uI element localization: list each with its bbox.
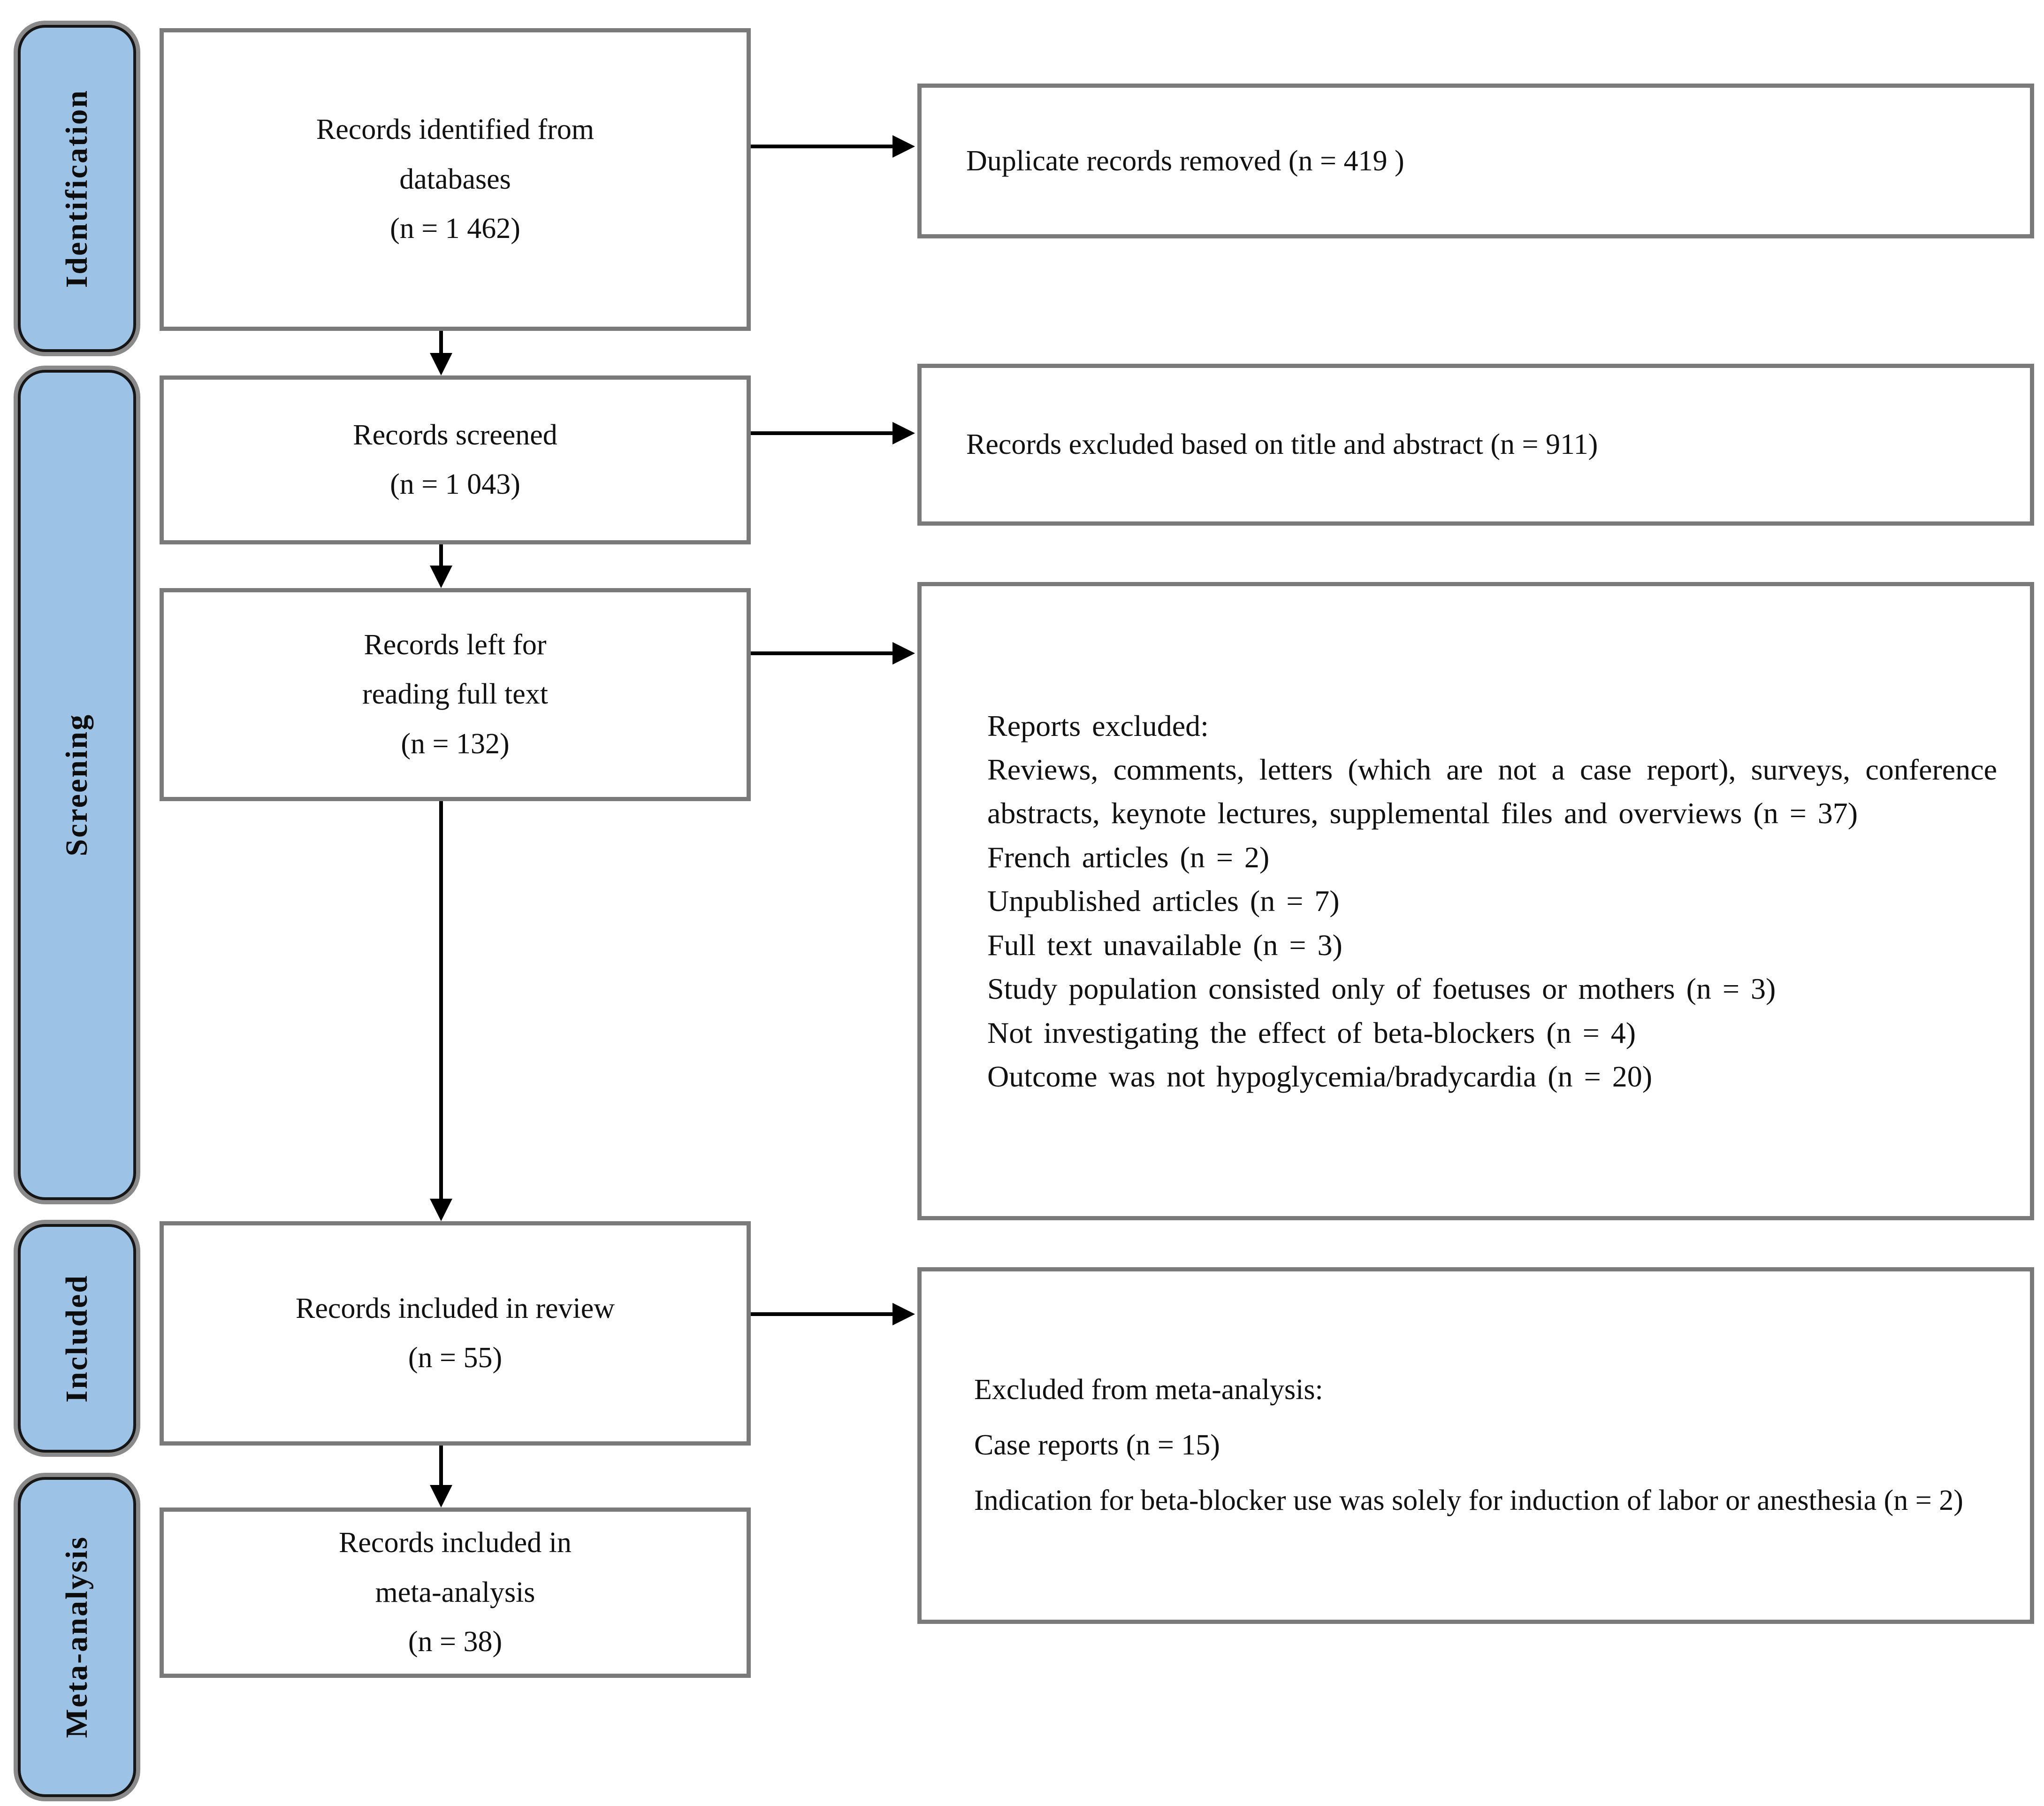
flow-box-records-in-meta: Records included in meta-analysis (n = 3… <box>160 1508 751 1678</box>
arrowhead-right-icon <box>892 642 915 665</box>
arrow-shaft <box>439 331 443 355</box>
exclusion-box-line: French articles (n = 2) <box>987 840 1270 874</box>
arrowhead-down-icon <box>430 1199 452 1221</box>
flow-box-line: (n = 1 043) <box>390 468 520 500</box>
flow-box-line: meta-analysis <box>375 1576 535 1608</box>
arrowhead-down-icon <box>430 353 452 375</box>
exclusion-box-line: Not investigating the effect of beta-blo… <box>987 1016 1636 1049</box>
flow-box-records-full-text: Records left for reading full text (n = … <box>160 588 751 801</box>
arrow-shaft <box>751 1312 895 1316</box>
arrow-shaft <box>439 544 443 568</box>
arrowhead-down-icon <box>430 566 452 588</box>
exclusion-box-line: Duplicate records removed (n = 419 ) <box>966 145 1404 177</box>
flow-box-line: (n = 1 462) <box>390 213 520 245</box>
flow-box-records-in-review: Records included in review (n = 55) <box>160 1221 751 1446</box>
exclusion-box-line: Full text unavailable (n = 3) <box>987 928 1342 962</box>
arrow-shaft <box>439 801 443 1201</box>
arrowhead-right-icon <box>892 1303 915 1325</box>
exclusion-box-line: Records excluded based on title and abst… <box>966 429 1598 461</box>
stage-band-identification: Identification <box>18 25 136 352</box>
exclusion-box-line: Study population consisted only of foetu… <box>987 972 1776 1006</box>
arrowhead-right-icon <box>892 135 915 158</box>
exclusion-box-line: Unpublished articles (n = 7) <box>987 884 1340 918</box>
exclusion-box-line: Indication for beta-blocker use was sole… <box>974 1484 1963 1516</box>
arrow-shaft <box>439 1446 443 1487</box>
stage-label-identification: Identification <box>60 89 94 288</box>
flow-box-line: reading full text <box>362 678 548 711</box>
flow-box-line: (n = 55) <box>408 1342 503 1374</box>
stage-label-included: Included <box>60 1274 94 1403</box>
exclusion-box-line: Outcome was not hypoglycemia/bradycardia… <box>987 1060 1652 1094</box>
flow-box-line: Records left for <box>364 628 547 661</box>
arrow-shaft <box>751 651 895 655</box>
arrowhead-right-icon <box>892 422 915 444</box>
stage-band-included: Included <box>18 1224 136 1453</box>
arrowhead-down-icon <box>430 1485 452 1508</box>
flow-box-records-screened: Records screened (n = 1 043) <box>160 375 751 544</box>
flow-box-line: (n = 38) <box>408 1626 503 1658</box>
arrow-shaft <box>751 145 895 148</box>
flow-box-line: Records identified from <box>316 114 595 146</box>
flow-box-line: Records screened <box>353 419 557 451</box>
exclusion-box-line: Reviews, comments, letters (which are no… <box>987 752 1997 830</box>
flow-box-line: databases <box>399 163 511 195</box>
flow-box-line: (n = 132) <box>401 727 510 760</box>
stage-label-meta-analysis: Meta-analysis <box>60 1536 94 1738</box>
stage-band-meta-analysis: Meta-analysis <box>18 1477 136 1797</box>
arrow-shaft <box>751 431 895 435</box>
exclusion-box-excluded-from-meta: Excluded from meta-analysis: Case report… <box>917 1267 2034 1624</box>
flow-box-line: Records included in <box>339 1527 572 1559</box>
exclusion-box-title-abstract: Records excluded based on title and abst… <box>917 364 2034 526</box>
stage-band-screening: Screening <box>18 370 136 1200</box>
flow-box-line: Records included in review <box>295 1292 615 1324</box>
exclusion-box-line: Case reports (n = 15) <box>974 1429 1220 1462</box>
stage-label-screening: Screening <box>60 713 94 857</box>
flow-box-records-identified: Records identified from databases (n = 1… <box>160 28 751 331</box>
exclusion-box-duplicates-removed: Duplicate records removed (n = 419 ) <box>917 84 2034 238</box>
exclusion-box-line: Reports excluded: <box>987 709 1209 742</box>
exclusion-box-line: Excluded from meta-analysis: <box>974 1374 1323 1406</box>
exclusion-box-reports-excluded: Reports excluded: Reviews, comments, let… <box>917 582 2034 1220</box>
